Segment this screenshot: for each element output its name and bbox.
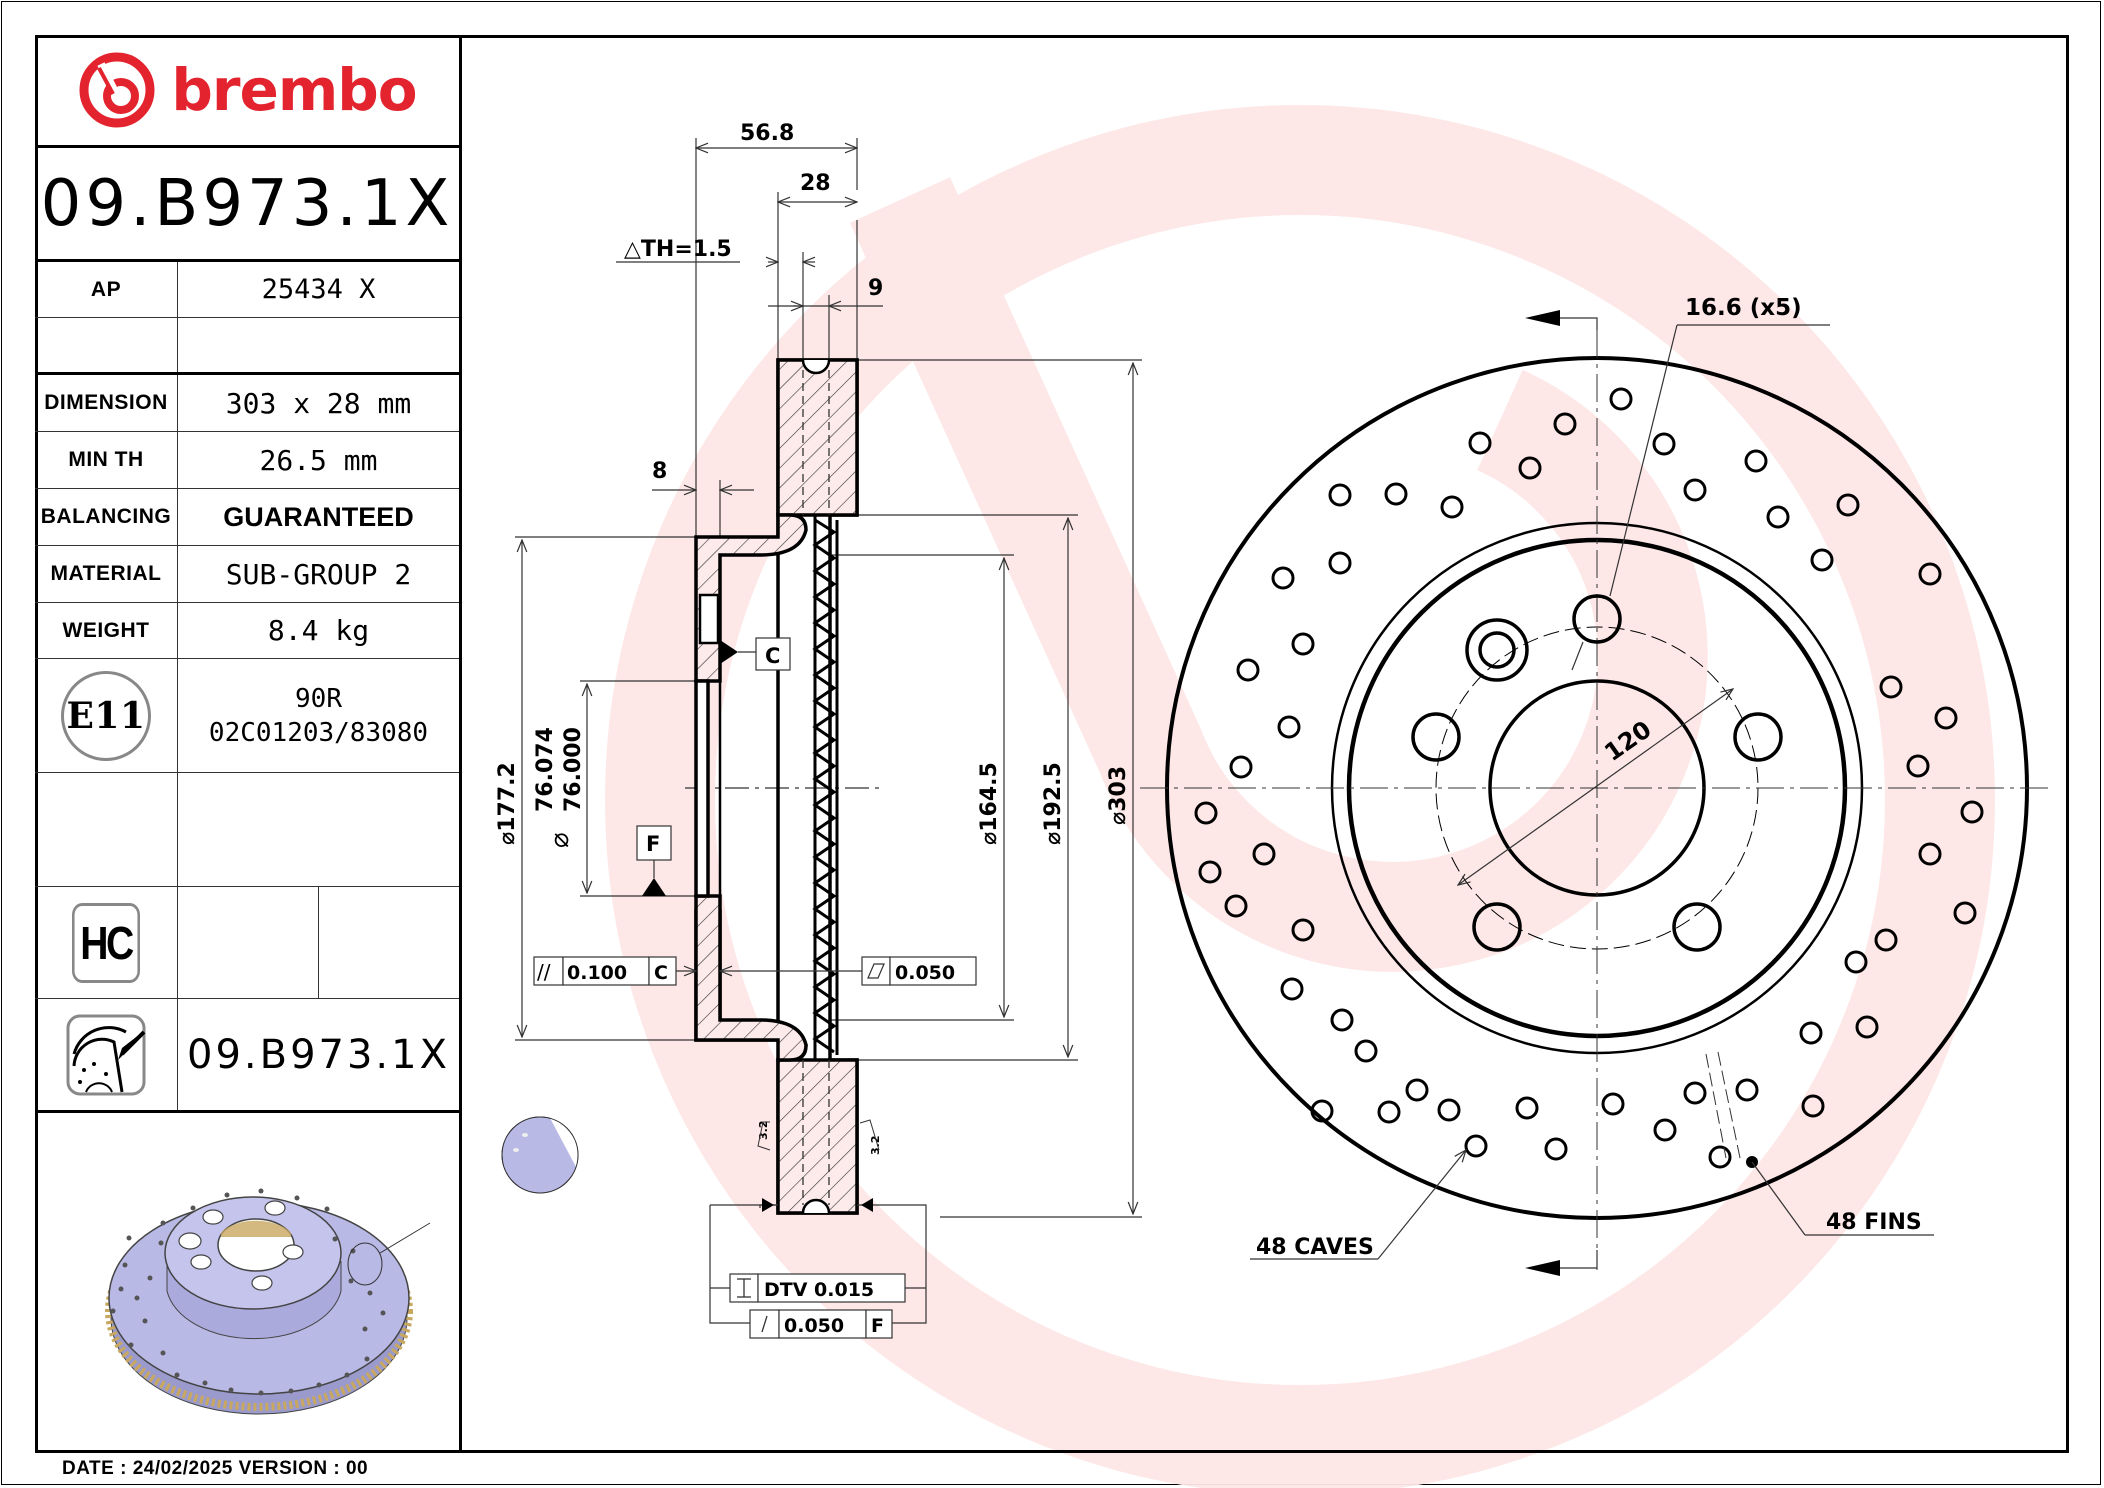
- hole-callout: 16.6 (x5): [1685, 295, 1802, 321]
- runout-value: 0.050: [784, 1315, 844, 1337]
- date-version: DATE : 24/02/2025 VERSION : 00: [62, 1458, 369, 1479]
- detail-magnifier: [501, 1116, 579, 1194]
- fins-callout: 48 FINS: [1826, 1210, 1922, 1235]
- spec-label: MATERIAL: [35, 546, 178, 602]
- spec-value: 26.5 mm: [259, 443, 378, 477]
- roughness-right: 3.2: [869, 1136, 882, 1156]
- spec-row-min-th: MIN TH 26.5 mm: [35, 432, 459, 489]
- dim-8: 8: [652, 459, 667, 484]
- brand-logo: brembo: [35, 35, 459, 148]
- homologation-line1: 90R: [295, 683, 342, 714]
- pcd-label: 120: [1599, 715, 1656, 767]
- disc-icon-row: 09.B973.1X: [35, 999, 459, 1113]
- dim-28: 28: [800, 171, 831, 196]
- runout-datum: F: [871, 1315, 884, 1337]
- homologation-value: 90R 02C01203/83080: [178, 659, 459, 772]
- blank-row: [35, 318, 459, 375]
- dim-bore-upper: 76.074: [533, 727, 558, 812]
- datum-f: [636, 825, 672, 861]
- empty-label: [35, 773, 178, 886]
- spec-label: MIN TH: [35, 432, 178, 488]
- spec-value: GUARANTEED: [223, 501, 414, 532]
- flatness-symbol-icon: [867, 963, 885, 979]
- homologation-row: E11 90R 02C01203/83080: [35, 659, 459, 773]
- parallelism-value: 0.100: [567, 962, 627, 984]
- dim-56-8: 56.8: [740, 121, 794, 146]
- datum-c-label: C: [765, 644, 780, 668]
- datum-c: [755, 637, 791, 671]
- spec-row-balancing: BALANCING GUARANTEED: [35, 489, 459, 546]
- spec-label: BALANCING: [35, 489, 178, 545]
- spec-value: 303 x 28 mm: [225, 386, 412, 420]
- ap-label: AP: [35, 262, 178, 317]
- homologation-line2: 02C01203/83080: [208, 717, 429, 748]
- hc-badge-icon: HC: [72, 902, 140, 983]
- bore-diameter-symbol: ⌀: [545, 832, 575, 848]
- dim-delta-th: △TH=1.5: [624, 237, 732, 262]
- spec-label: WEIGHT: [35, 603, 178, 658]
- flatness-value: 0.050: [895, 962, 955, 984]
- spec-label: DIMENSION: [35, 375, 178, 431]
- dim-bore-lower: 76.000: [561, 727, 586, 812]
- spec-row-dimension: DIMENSION 303 x 28 mm: [35, 375, 459, 432]
- brand-name: brembo: [171, 56, 417, 124]
- brembo-logo-icon: [79, 52, 155, 128]
- empty-row: [35, 773, 459, 887]
- drawing-frame: [35, 35, 2069, 1453]
- part-number: 09.B973.1X: [35, 148, 459, 262]
- disc-cleaning-icon: [66, 1014, 146, 1095]
- dim-9: 9: [868, 276, 883, 301]
- dim-dia-192: ⌀192.5: [1041, 762, 1066, 845]
- hc-cell: HC: [35, 887, 178, 998]
- spec-row-material: MATERIAL SUB-GROUP 2: [35, 546, 459, 603]
- blank-label: [35, 318, 178, 372]
- e-mark-cell: E11: [35, 659, 178, 772]
- title-block: brembo 09.B973.1X AP 25434 X DIMENSION 3…: [35, 35, 462, 1453]
- e11-mark-icon: E11: [61, 670, 151, 761]
- disc-3d-render: [105, 1188, 431, 1415]
- dtv-label: DTV 0.015: [764, 1279, 874, 1301]
- spec-value: 8.4 kg: [267, 614, 370, 647]
- ap-value: 25434 X: [261, 274, 376, 305]
- footer-part-number: 09.B973.1X: [187, 1031, 450, 1078]
- spec-value: SUB-GROUP 2: [225, 557, 412, 591]
- parallelism-symbol-icon: //: [537, 960, 551, 984]
- dim-dia-177: ⌀177.2: [495, 762, 520, 845]
- disc-icon-cell: [35, 999, 178, 1110]
- hc-value-1: [178, 887, 319, 998]
- spec-row-weight: WEIGHT 8.4 kg: [35, 603, 459, 659]
- dim-dia-303: ⌀303: [1106, 766, 1131, 825]
- hc-row: HC: [35, 887, 459, 999]
- datum-f-label: F: [646, 832, 660, 856]
- ap-row: AP 25434 X: [35, 262, 459, 318]
- dim-dia-164: ⌀164.5: [977, 762, 1002, 845]
- parallelism-datum: C: [654, 962, 668, 984]
- caves-callout: 48 CAVES: [1256, 1235, 1374, 1260]
